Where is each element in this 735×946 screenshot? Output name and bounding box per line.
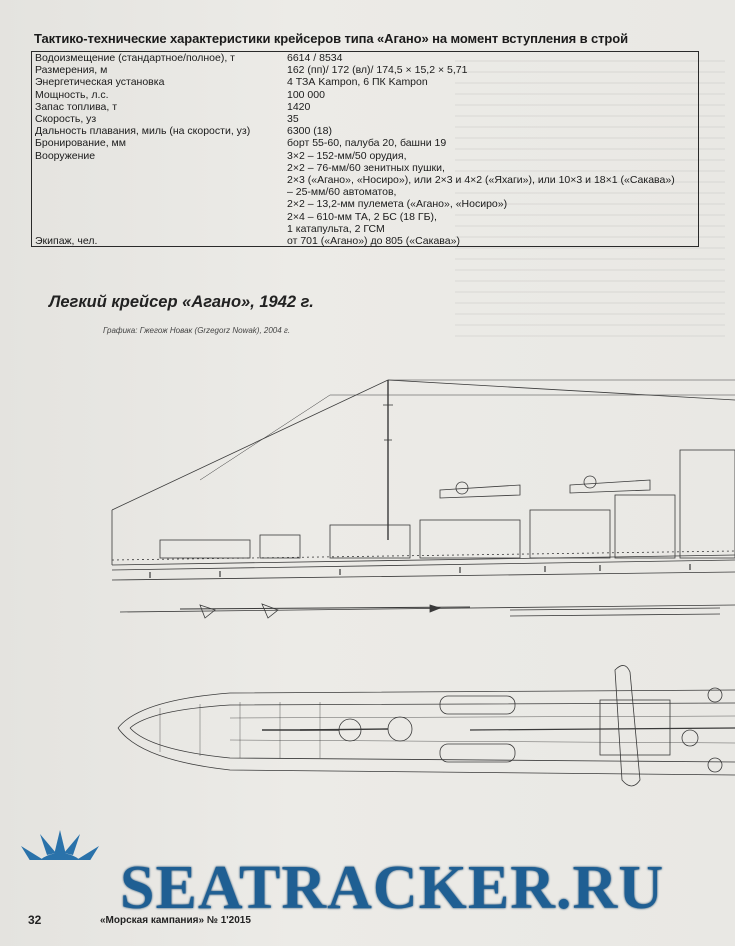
row-label: Вооружение — [35, 149, 96, 162]
cruiser-drawing — [21, 379, 735, 860]
page-number: 32 — [28, 913, 42, 927]
armament-line: – 25-мм/60 автоматов, — [287, 186, 397, 199]
row-value: 6614 / 8534 — [287, 52, 343, 64]
row-label: Мощность, л.с. — [35, 88, 109, 101]
magazine-footer: «Морская кампания» № 1'2015 — [100, 915, 251, 926]
row-value: 35 — [287, 113, 299, 126]
bleed-through-text — [455, 60, 725, 340]
table-row: Водоизмещение (стандартное/полное), т 66… — [32, 52, 698, 64]
table-row-armament: Вооружение 3×2 – 152-мм/50 орудия, 2×2 –… — [32, 150, 698, 235]
armament-line: 1 катапульта, 2 ГСМ — [287, 222, 385, 235]
row-label: Размерения, м — [35, 64, 108, 77]
portholes — [149, 564, 691, 578]
row-value: борт 55-60, палуба 20, башни 19 — [287, 137, 447, 150]
armament-line: 2×2 – 76-мм/60 зенитных пушки, — [287, 161, 445, 174]
table-row: Запас топлива, т 1420 — [32, 101, 698, 113]
row-label: Водоизмещение (стандартное/полное), т — [35, 52, 235, 64]
table-row: Бронирование, мм борт 55-60, палуба 20, … — [32, 137, 698, 149]
top-view — [117, 665, 735, 787]
row-label: Энергетическая установка — [35, 76, 165, 89]
row-label: Дальность плавания, миль (на скорости, у… — [35, 125, 251, 138]
table-row: Энергетическая установка 4 ТЗА Kampon, 6… — [32, 76, 698, 88]
specs-table: Водоизмещение (стандартное/полное), т 66… — [31, 51, 699, 247]
table-row: Скорость, уз 35 — [32, 113, 698, 125]
row-value: от 701 («Агано») до 805 («Сакава») — [287, 235, 460, 248]
armament-line: 2×4 – 610-мм ТА, 2 БС (18 ГБ), — [287, 210, 437, 223]
section-title: Легкий крейсер «Агано», 1942 г. — [49, 293, 314, 311]
row-label: Скорость, уз — [35, 113, 97, 126]
row-value: 6300 (18) — [287, 125, 332, 138]
row-value: 4 ТЗА Kampon, 6 ПК Kampon — [287, 76, 428, 89]
row-label: Экипаж, чел. — [35, 235, 98, 248]
seatracker-logo — [21, 830, 99, 860]
table-row: Мощность, л.с. 100 000 — [32, 89, 698, 101]
row-label: Бронирование, мм — [35, 137, 126, 150]
row-label: Запас топлива, т — [35, 100, 118, 113]
watermark-text: SEATRACKER.RU — [120, 854, 665, 922]
side-profile — [111, 379, 735, 619]
table-row: Размерения, м 162 (пп)/ 172 (вл)/ 174,5 … — [32, 64, 698, 76]
row-value: 100 000 — [287, 88, 325, 101]
table-row: Дальность плавания, миль (на скорости, у… — [32, 125, 698, 137]
row-value: 162 (пп)/ 172 (вл)/ 174,5 × 15,2 × 5,71 — [287, 64, 468, 77]
graphics-credit: Графика: Гжегож Новак (Grzegorz Nowak), … — [103, 326, 291, 335]
armament-line: 2×3 («Агано», «Носиро»), или 2×3 и 4×2 (… — [287, 174, 675, 187]
row-value: 1420 — [287, 100, 311, 113]
armament-line: 2×2 – 13,2-мм пулемета («Агано», «Носиро… — [287, 198, 508, 211]
row-value: 3×2 – 152-мм/50 орудия, 2×2 – 76-мм/60 з… — [287, 150, 698, 235]
armament-line: 3×2 – 152-мм/50 орудия, — [287, 149, 407, 162]
table-row: Экипаж, чел. от 701 («Агано») до 805 («С… — [32, 235, 698, 247]
table-title: Тактико-технические характеристики крейс… — [34, 31, 629, 46]
